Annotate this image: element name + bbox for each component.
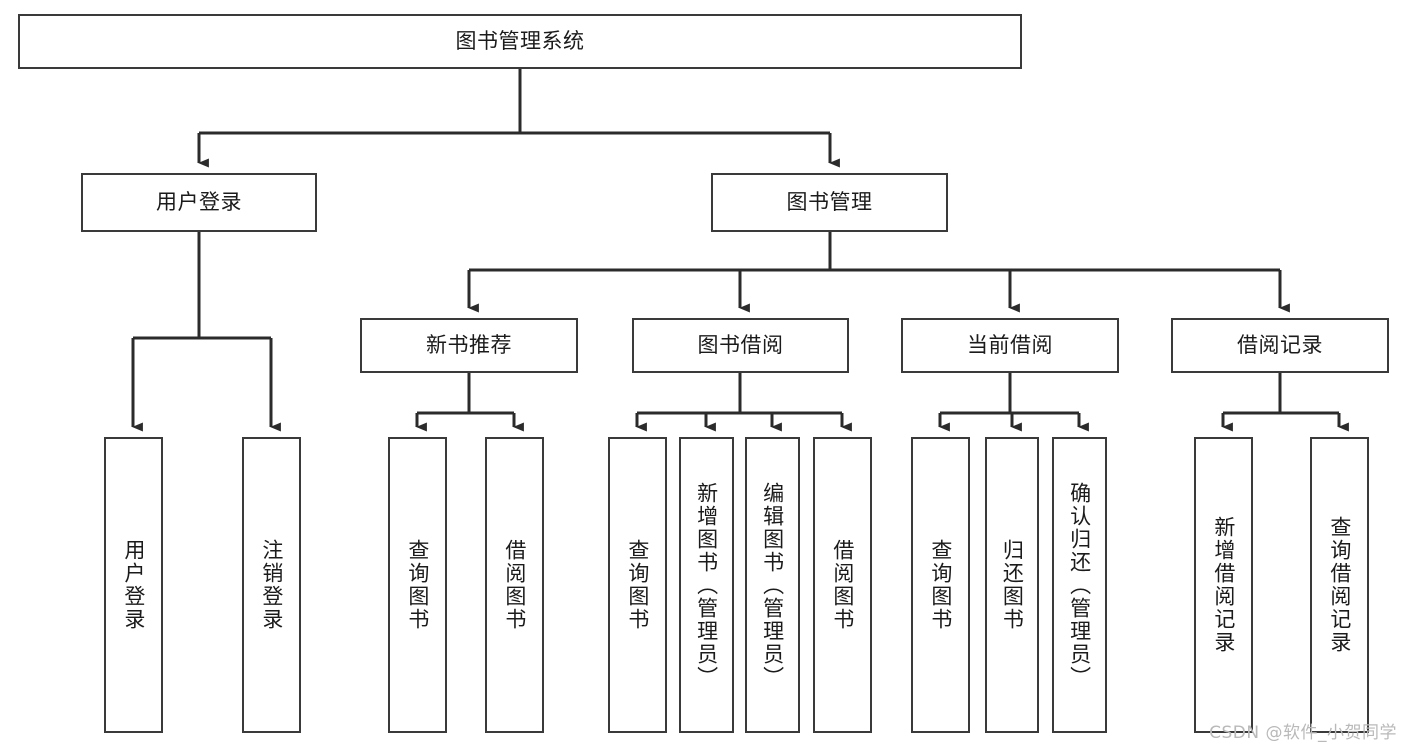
leaf-query-book-borrow-label: 查询图书 [625,539,650,631]
leaf-borrow-book-recommend-label: 借阅图书 [502,539,527,631]
node-root-label: 图书管理系统 [455,28,585,53]
leaf-query-book-borrow[interactable]: 查询图书 [608,437,667,733]
leaf-edit-book-admin[interactable]: 编辑图书（管理员） [745,437,800,733]
node-user-login[interactable]: 用户登录 [81,173,317,232]
watermark: CSDN @软件_小贺同学 [1209,723,1397,743]
node-book-management-label: 图书管理 [786,189,873,214]
node-root[interactable]: 图书管理系统 [18,14,1022,69]
node-borrow-record-label: 借阅记录 [1237,332,1323,357]
leaf-return-book[interactable]: 归还图书 [985,437,1039,733]
leaf-query-borrow-record-label: 查询借阅记录 [1327,516,1352,654]
leaf-user-login-label: 用户登录 [121,539,146,631]
node-new-book-recommend[interactable]: 新书推荐 [360,318,578,373]
leaf-logout[interactable]: 注销登录 [242,437,301,733]
node-book-borrow[interactable]: 图书借阅 [632,318,849,373]
node-book-management[interactable]: 图书管理 [711,173,948,232]
leaf-query-book-current[interactable]: 查询图书 [911,437,970,733]
leaf-add-book-admin-label: 新增图书（管理员） [694,481,719,689]
leaf-return-book-label: 归还图书 [1000,539,1025,631]
leaf-borrow-book-recommend[interactable]: 借阅图书 [485,437,544,733]
node-book-borrow-label: 图书借阅 [697,332,784,357]
leaf-confirm-return-admin[interactable]: 确认归还（管理员） [1052,437,1107,733]
leaf-query-book-current-label: 查询图书 [928,539,953,631]
leaf-add-book-admin[interactable]: 新增图书（管理员） [679,437,734,733]
node-new-book-recommend-label: 新书推荐 [426,332,512,357]
node-borrow-record[interactable]: 借阅记录 [1171,318,1389,373]
leaf-logout-label: 注销登录 [259,539,284,631]
node-user-login-label: 用户登录 [156,189,242,214]
leaf-query-borrow-record[interactable]: 查询借阅记录 [1310,437,1369,733]
leaf-borrow-book-label: 借阅图书 [830,539,855,631]
leaf-confirm-return-admin-label: 确认归还（管理员） [1067,481,1092,689]
leaf-query-book-recommend-label: 查询图书 [405,539,430,631]
node-current-borrow-label: 当前借阅 [967,332,1053,357]
leaf-query-book-recommend[interactable]: 查询图书 [388,437,447,733]
leaf-add-borrow-record-label: 新增借阅记录 [1211,516,1236,654]
leaf-add-borrow-record[interactable]: 新增借阅记录 [1194,437,1253,733]
node-current-borrow[interactable]: 当前借阅 [901,318,1119,373]
leaf-user-login[interactable]: 用户登录 [104,437,163,733]
leaf-edit-book-admin-label: 编辑图书（管理员） [760,481,785,689]
leaf-borrow-book[interactable]: 借阅图书 [813,437,872,733]
